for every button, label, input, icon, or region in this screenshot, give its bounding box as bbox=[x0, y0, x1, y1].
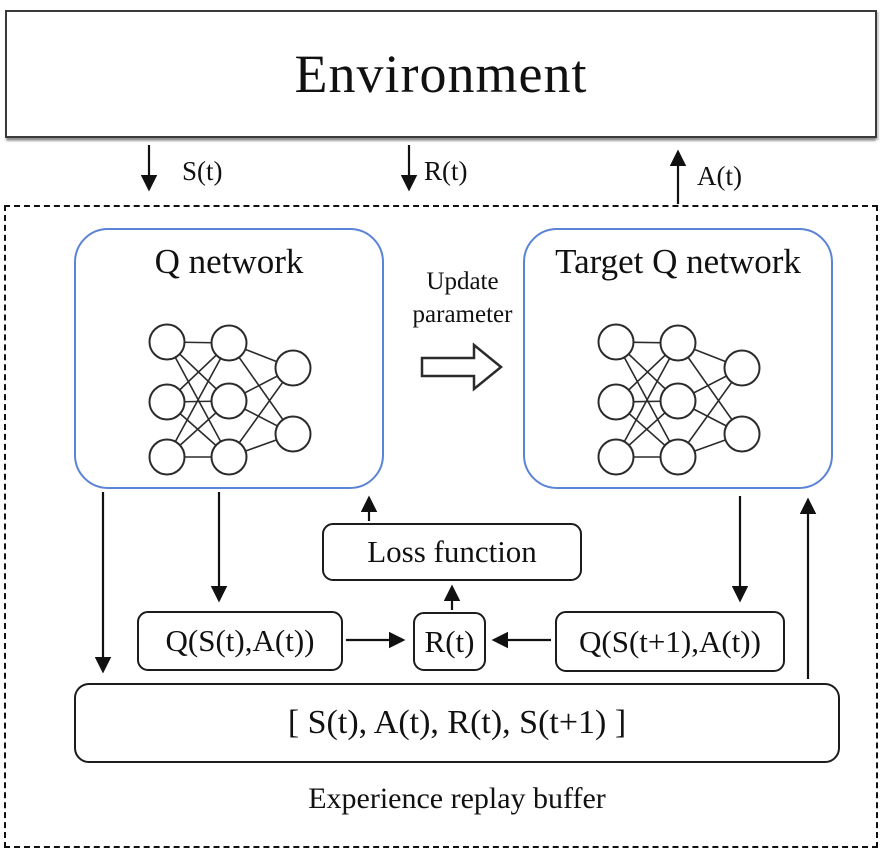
q-value-box: Q(S(t),A(t)) bbox=[137, 611, 343, 671]
replay-buffer-box: [ S(t), A(t), R(t), S(t+1) ] bbox=[74, 683, 840, 763]
q-network-box: Q network bbox=[74, 228, 384, 489]
reward-label: R(t) bbox=[424, 623, 475, 659]
reward-signal-label: R(t) bbox=[424, 156, 468, 186]
transition-tuple-label: [ S(t), A(t), R(t), S(t+1) ] bbox=[287, 704, 627, 741]
loss-function-label: Loss function bbox=[367, 534, 537, 569]
q-value-label: Q(S(t),A(t)) bbox=[165, 623, 315, 658]
neural-network-icon bbox=[148, 323, 312, 476]
update-parameter-block-arrow-icon bbox=[420, 342, 503, 392]
loss-function-box: Loss function bbox=[322, 523, 582, 581]
target-q-network-box: Target Q network bbox=[523, 228, 833, 489]
replay-buffer-caption: Experience replay buffer bbox=[308, 782, 606, 815]
update-parameter-label: Update parameter bbox=[412, 268, 513, 328]
reward-box: R(t) bbox=[413, 612, 486, 671]
q-network-title: Q network bbox=[154, 242, 304, 281]
q-next-value-box: Q(S(t+1),A(t)) bbox=[555, 611, 785, 672]
action-signal-label: A(t) bbox=[697, 161, 742, 191]
neural-network-icon bbox=[597, 323, 761, 476]
target-q-network-title: Target Q network bbox=[555, 242, 801, 281]
environment-title: Environment bbox=[294, 44, 588, 104]
q-next-value-label: Q(S(t+1),A(t)) bbox=[579, 623, 761, 659]
state-signal-label: S(t) bbox=[182, 156, 223, 186]
environment-box: Environment bbox=[5, 10, 877, 138]
agent-dashed-container bbox=[4, 205, 878, 848]
